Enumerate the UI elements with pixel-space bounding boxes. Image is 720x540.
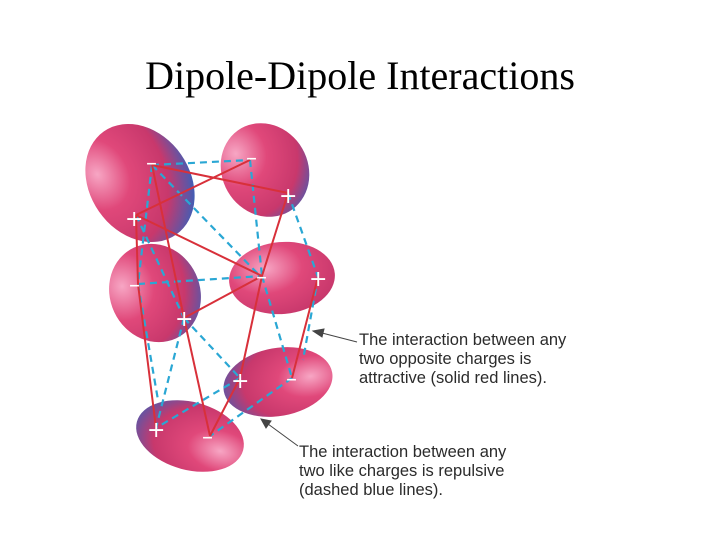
positive-sign: + [147, 418, 165, 443]
positive-sign: + [279, 184, 297, 209]
callout-line: The interaction between any [299, 443, 506, 462]
dipole-molecule-2 [204, 107, 326, 233]
positive-sign: + [231, 369, 249, 394]
positive-sign: + [125, 207, 143, 232]
callout-line: The interaction between any [359, 331, 566, 350]
callout-line: (dashed blue lines). [299, 481, 506, 500]
repulsive-callout: The interaction between any two like cha… [299, 443, 506, 500]
negative-sign: – [129, 273, 140, 298]
attractive-callout: The interaction between any two opposite… [359, 331, 566, 388]
callout-line: attractive (solid red lines). [359, 369, 566, 388]
positive-sign: + [175, 307, 193, 332]
negative-sign: – [146, 151, 157, 176]
negative-sign: – [202, 425, 213, 450]
callout-line: two opposite charges is [359, 350, 566, 369]
negative-sign: – [256, 265, 267, 290]
dipole-molecule-3 [93, 229, 217, 358]
callout-line: two like charges is repulsive [299, 462, 506, 481]
negative-sign: – [246, 146, 257, 171]
positive-sign: + [309, 267, 327, 292]
negative-sign: – [286, 367, 297, 392]
dipole-molecule-1 [63, 103, 217, 264]
